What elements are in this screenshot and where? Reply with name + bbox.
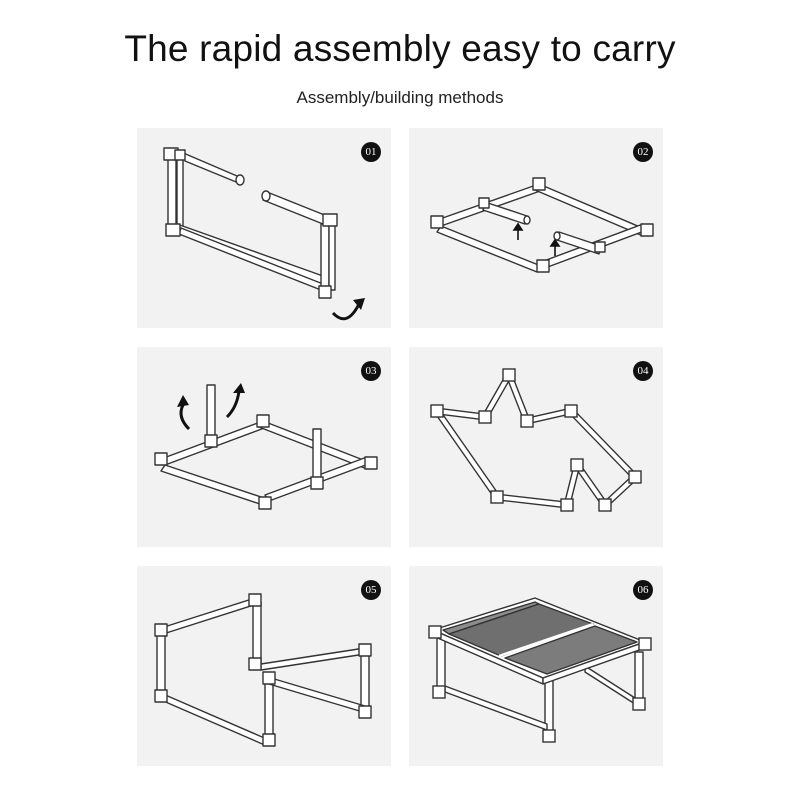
step-number-badge: 03 [361, 361, 381, 381]
step-01-illustration [163, 147, 365, 321]
page-title: The rapid assembly easy to carry [124, 28, 676, 69]
step-04-illustration [430, 368, 642, 512]
page-subtitle: Assembly/building methods [296, 88, 504, 107]
step-03-illustration [154, 383, 378, 510]
step-06-illustration [428, 597, 652, 743]
step-number-badge: 06 [633, 580, 653, 600]
step-number-badge: 05 [361, 580, 381, 600]
step-panel-01: 01 [137, 128, 391, 328]
step-number-badge: 01 [361, 142, 381, 162]
step-number-badge: 02 [633, 142, 653, 162]
step-number-badge: 04 [633, 361, 653, 381]
step-05-illustration [154, 593, 372, 747]
step-02-illustration [430, 177, 654, 273]
step-panel-06: 06 [409, 566, 663, 766]
step-panel-03: 03 [137, 347, 391, 547]
step-panel-02: 02 [409, 128, 663, 328]
step-panel-04: 04 [409, 347, 663, 547]
step-panel-05: 05 [137, 566, 391, 766]
